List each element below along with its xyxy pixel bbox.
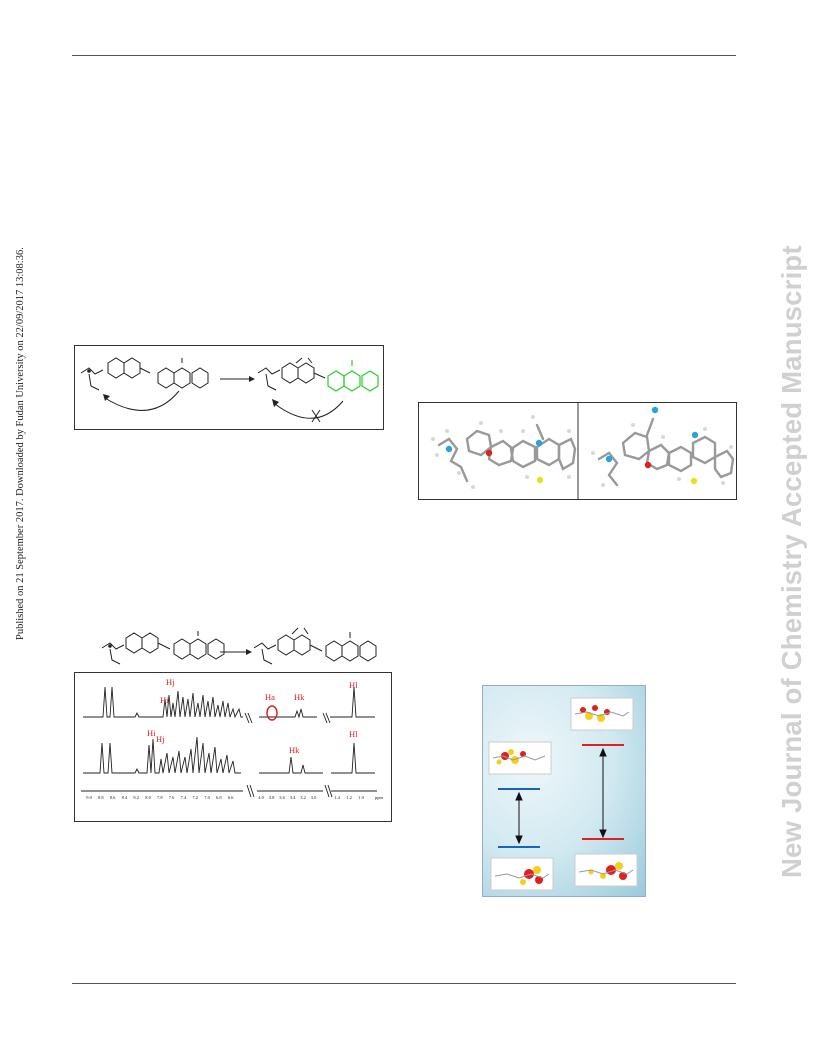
nmr-axis-tick: 7.4 bbox=[181, 795, 187, 800]
optimized-structures-box bbox=[418, 402, 737, 500]
orbital-thumbnail-homo-right bbox=[574, 853, 638, 887]
label-hl-top: Hl bbox=[349, 680, 358, 690]
orbital-thumbnail-lumo-right bbox=[570, 697, 634, 731]
footer-rule bbox=[72, 983, 736, 984]
nmr-axis-tick: 8.4 bbox=[122, 795, 128, 800]
header-rule bbox=[72, 55, 736, 56]
journal-watermark: New Journal of Chemistry Accepted Manusc… bbox=[776, 245, 807, 878]
nmr-axis-tick: 1.2 bbox=[346, 795, 352, 800]
label-hk-bottom: Hk bbox=[289, 745, 300, 755]
nmr-spectra-figure: Hj Hi Ha Hk Hl Hi Hj Hk Hl 9.0 8.8 8.6 8.4 8… bbox=[81, 677, 384, 800]
nmr-axis-unit: ppm bbox=[375, 795, 384, 800]
nmr-axis-tick: 7.2 bbox=[192, 795, 198, 800]
nmr-axis-tick: 7.6 bbox=[169, 795, 175, 800]
nmr-axis-tick: 3.0 bbox=[311, 795, 317, 800]
label-hl-bottom: Hl bbox=[349, 729, 358, 739]
nmr-axis-tick: 1.0 bbox=[358, 795, 364, 800]
orbital-thumbnail-lumo-left bbox=[488, 741, 552, 775]
reaction-scheme-figure bbox=[80, 357, 379, 423]
nmr-axis-tick: 8.0 bbox=[145, 795, 151, 800]
energy-level-diagram bbox=[482, 685, 646, 897]
nmr-axis-tick: 4.0 bbox=[258, 795, 264, 800]
nmr-spectra-box: Hj Hi Ha Hk Hl Hi Hj Hk Hl 9.0 8.8 8.6 8.4 8… bbox=[74, 672, 392, 822]
nmr-axis-tick: 3.6 bbox=[279, 795, 285, 800]
label-hj-bottom: Hj bbox=[156, 734, 165, 744]
nmr-axis-tick: 6.6 bbox=[228, 795, 234, 800]
nmr-axis-tick: 9.0 bbox=[86, 795, 92, 800]
nmr-axis-tick: 3.4 bbox=[290, 795, 296, 800]
nmr-axis-tick: 1.4 bbox=[334, 795, 340, 800]
nmr-axis-tick: 8.2 bbox=[133, 795, 139, 800]
nmr-reaction-scheme bbox=[101, 627, 377, 665]
orbital-thumbnail-homo-left bbox=[490, 857, 554, 891]
energy-level-figure bbox=[488, 697, 638, 891]
label-hi-bottom: Hi bbox=[147, 728, 156, 738]
label-hj-top: Hj bbox=[166, 677, 175, 687]
optimized-structures-figure bbox=[431, 403, 735, 499]
nmr-axis-tick: 8.6 bbox=[110, 795, 116, 800]
nmr-axis-tick: 7.8 bbox=[157, 795, 163, 800]
publication-notice: Published on 21 September 2017. Download… bbox=[15, 247, 26, 640]
nmr-axis-tick: 3.2 bbox=[300, 795, 306, 800]
nmr-axis-tick: 6.8 bbox=[216, 795, 222, 800]
label-ha: Ha bbox=[265, 692, 275, 702]
nmr-axis-tick: 7.0 bbox=[204, 795, 210, 800]
ha-highlight-circle bbox=[266, 705, 278, 721]
reaction-scheme-box bbox=[74, 345, 384, 430]
nmr-axis-tick: 8.8 bbox=[98, 795, 104, 800]
label-hk-top: Hk bbox=[294, 692, 305, 702]
label-hi-top: Hi bbox=[160, 695, 169, 705]
nmr-axis-tick: 3.8 bbox=[269, 795, 275, 800]
